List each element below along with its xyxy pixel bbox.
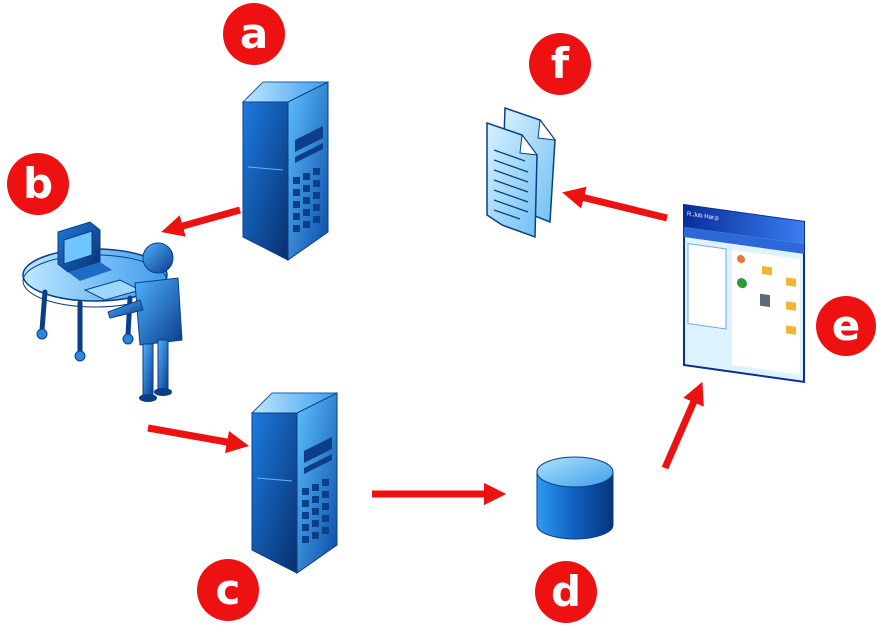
badge-a-label: a (240, 9, 268, 58)
badge-d: d (535, 561, 597, 623)
badge-f-label: f (551, 39, 570, 88)
arrow-d-to-e (661, 381, 704, 470)
documents-icon (486, 106, 557, 239)
badge-b: b (7, 153, 69, 215)
server-top-icon (241, 81, 330, 261)
folder-icons (737, 254, 796, 335)
arrows (147, 186, 704, 506)
window-title-text: R.Job Har.p (687, 211, 719, 222)
arrow-e-to-f (562, 186, 668, 222)
arrow-b-to-c (147, 424, 250, 454)
badge-b-label: b (23, 159, 53, 208)
server-bottom-icon (250, 392, 339, 574)
user-at-computer-icon (22, 221, 183, 402)
arrow-a-to-b (161, 206, 241, 237)
badge-e: e (816, 296, 876, 356)
badge-d-label: d (551, 567, 581, 616)
badge-f: f (529, 33, 591, 95)
badge-e-label: e (832, 301, 861, 350)
badge-a: a (223, 3, 285, 65)
badge-c-label: c (216, 565, 241, 614)
badge-c: c (197, 559, 259, 621)
application-window-icon: R.Job Har.p (683, 203, 805, 384)
database-cylinder-icon (536, 456, 614, 540)
